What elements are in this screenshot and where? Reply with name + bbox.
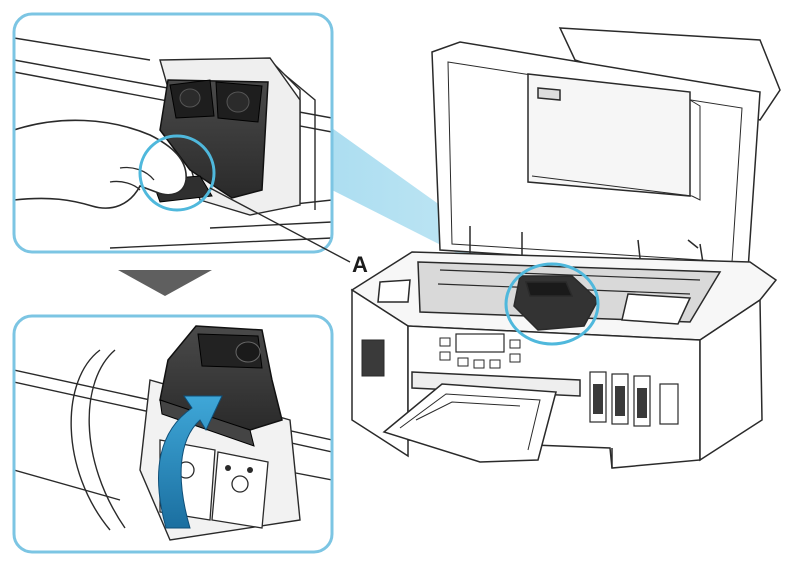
callout-circle-zoom <box>138 134 216 212</box>
top-inset <box>12 12 334 254</box>
callout-label-a: A <box>352 252 368 277</box>
callout-circle-printer <box>504 262 600 346</box>
curved-up-arrow-icon <box>158 395 223 529</box>
callout-leader <box>209 187 351 263</box>
output-tray <box>382 383 557 463</box>
printer-illustration <box>350 27 781 469</box>
down-triangle-icon <box>118 270 212 296</box>
bottom-inset <box>12 314 334 554</box>
